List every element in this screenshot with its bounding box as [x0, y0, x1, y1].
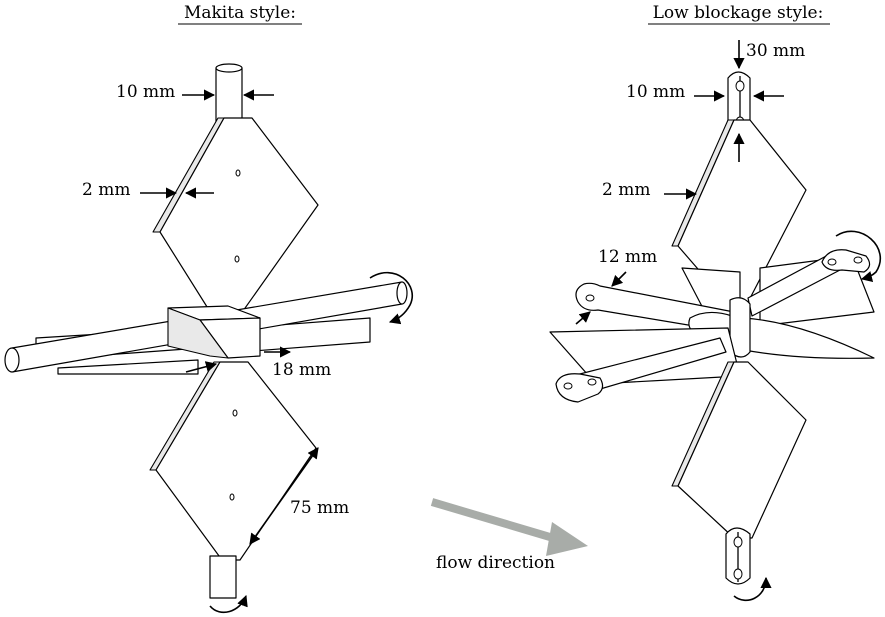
lower-plate: [155, 361, 317, 561]
left-panel-title: Makita style:: [184, 3, 296, 23]
low-blockage-anemometer: Low blockage style:: [549, 3, 882, 602]
plate-thickness-label: 2 mm: [602, 180, 650, 200]
tapered-arm: [743, 317, 875, 359]
right-panel-title: Low blockage style:: [653, 3, 824, 23]
horizontal-rod-end: [396, 281, 408, 305]
makita-anemometer: Makita style:: [4, 3, 413, 614]
clip-hole: [733, 568, 743, 580]
shaft-diameter-label: 10 mm: [116, 82, 175, 102]
lower-plate: [677, 361, 807, 539]
horizontal-rod-end: [4, 347, 20, 373]
flow-indicator: flow direction: [430, 498, 588, 573]
lower-plate-hole: [229, 493, 235, 501]
clip-length-label: 30 mm: [746, 41, 805, 61]
clip-hole: [733, 536, 743, 548]
right-clip: [821, 249, 871, 273]
flow-arrow-head: [546, 522, 588, 556]
rotation-arrow-icon: [369, 271, 413, 325]
hub-block-side: [167, 307, 229, 359]
lower-plate-hole: [232, 409, 238, 417]
dimension-arrow: [249, 447, 319, 545]
clip-hole: [585, 294, 595, 302]
rotation-arrow-icon: [209, 594, 248, 614]
block-width-label: 18 mm: [272, 360, 331, 380]
left-clip: [555, 373, 604, 403]
rotation-arrow-icon: [835, 230, 882, 282]
cross-arm-plate: [57, 359, 199, 375]
flow-arrow-icon: [430, 498, 562, 544]
bottom-shaft: [209, 555, 237, 599]
flow-direction-label: flow direction: [436, 553, 555, 573]
dimension-arrow: [185, 361, 218, 373]
clip-hole: [827, 258, 837, 266]
clip-hole: [853, 256, 863, 264]
upper-plate-hole: [234, 255, 240, 263]
arm-width-label: 12 mm: [598, 247, 657, 267]
clip-hole: [563, 382, 573, 390]
clip-hole: [735, 80, 745, 92]
rotation-arrow-icon: [733, 576, 772, 602]
upper-plate-hole: [235, 169, 241, 177]
upper-plate: [159, 117, 319, 319]
dimension-arrow: [611, 271, 627, 287]
top-shaft-end: [215, 63, 243, 73]
plate-edge-label: 75 mm: [290, 498, 349, 518]
clip-width-label: 10 mm: [626, 82, 685, 102]
plate-thickness-label: 2 mm: [82, 180, 130, 200]
clip-hole: [587, 378, 597, 386]
dimension-arrow: [575, 311, 591, 325]
